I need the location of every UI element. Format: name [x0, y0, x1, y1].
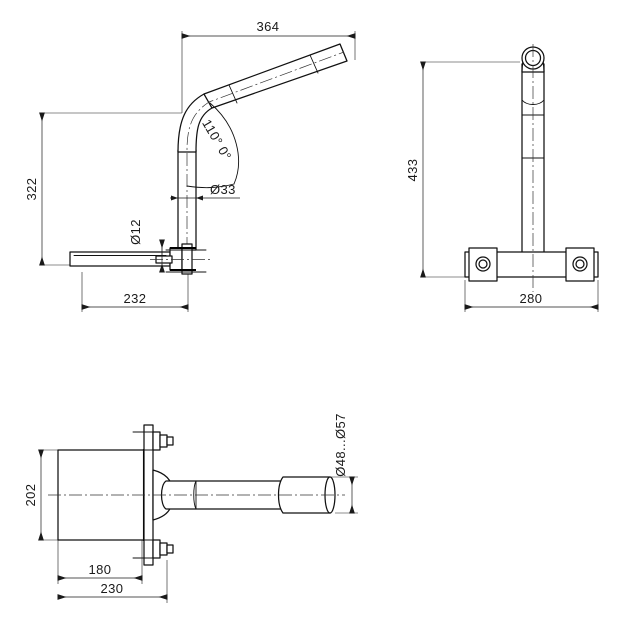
tube-centerline: [186, 51, 345, 250]
dimension-433-label: 433: [405, 159, 420, 182]
dimension-364-label: 364: [257, 19, 280, 34]
dimension-322: 322: [24, 112, 45, 266]
inclined-tube: [203, 43, 348, 109]
side-view: 364 322 232: [24, 19, 356, 312]
dimension-364: 364: [181, 19, 356, 113]
top-view: 202 180 230: [23, 413, 358, 603]
front-view: 433 280: [405, 44, 599, 312]
tube-head: [521, 46, 545, 73]
dia33-label: Ø33: [210, 182, 236, 197]
dimension-202-label: 202: [23, 484, 38, 507]
dimension-180-label: 180: [89, 562, 112, 577]
callout-dia48-57: Ø48...Ø57: [330, 413, 358, 514]
dimension-202: 202: [23, 449, 62, 541]
dimension-232-label: 232: [124, 291, 147, 306]
dimension-280: 280: [464, 280, 599, 312]
angle-label: 110° 0°: [199, 117, 234, 163]
callout-dia12: Ø12: [128, 219, 165, 273]
dimension-280-label: 280: [520, 291, 543, 306]
dimension-433: 433: [405, 61, 520, 278]
dia48-57-label: Ø48...Ø57: [333, 413, 348, 477]
dimension-322-label: 322: [24, 178, 39, 201]
dimension-232: 232: [81, 272, 189, 312]
callout-dia33: Ø33: [170, 182, 240, 201]
dimension-230-label: 230: [101, 581, 124, 596]
horizontal-arm: [69, 251, 171, 267]
dimension-230: 230: [57, 560, 168, 603]
base-bar: [464, 247, 599, 282]
dia12-label: Ø12: [128, 219, 143, 245]
